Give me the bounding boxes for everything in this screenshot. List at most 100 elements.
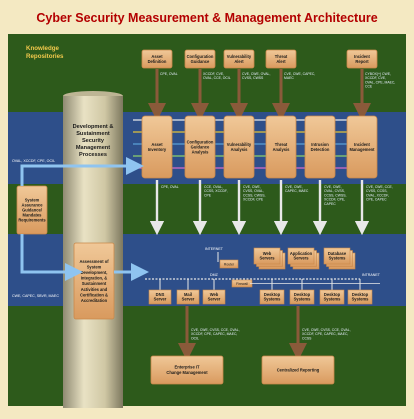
analysis-box-label-line: Inventory (148, 147, 167, 152)
analysis-tag: CPE, OVAL (161, 185, 179, 189)
firewall: Firewall (231, 279, 253, 288)
firewall-label: Firewall (236, 282, 248, 286)
input-box-label-line: Report (355, 59, 369, 64)
requirements-box-label-line: Requirements (18, 217, 46, 222)
analysis-tag: CVE, CWE, (324, 185, 342, 189)
dmz-server-label-line: Web (210, 292, 219, 297)
dmz-server-label-line: Server (182, 297, 195, 302)
assessment-box-label-line: Activities and (81, 287, 108, 292)
desktop-label-line: Desktop (264, 292, 281, 297)
analysis-box-label-line: Analysis (231, 147, 249, 152)
input-box-label-line: Definition (148, 59, 167, 64)
centralized-reporting-box: Centralized Reporting (261, 355, 335, 385)
centralized-reporting-box-label-line: Centralized Reporting (277, 367, 320, 372)
desktop-label-line: Desktop (324, 292, 341, 297)
central-title-line5: Processes (79, 152, 107, 158)
desktop-label-line: Desktop (352, 292, 369, 297)
bottom-tag: CCSS (302, 336, 312, 340)
input-tag: OVAL, CCE, OCIL (203, 76, 231, 80)
network: INTERNETRouterDMZFirewallINTRANETWebServ… (145, 247, 381, 305)
analysis-tag: CPE, CAPEC (366, 198, 387, 202)
analysis-tag: CVE, CWE, (243, 185, 261, 189)
bottom-tag: XCCDF, CPE, CAPEC, MAEC, (302, 332, 348, 336)
dmz-label: DMZ (210, 273, 219, 277)
input-tag: CCE (365, 85, 373, 89)
input-tag: CVE, CWE, CAPEC, (284, 72, 315, 76)
dmz-server-label-line: Server (208, 297, 221, 302)
requirements-box-label-line: Guidance/ (22, 207, 43, 212)
analysis-box-label-line: Analysis (192, 149, 210, 154)
assessment-box-label-line: Assessment of (79, 259, 109, 264)
assessment-box-label-line: Accreditation (81, 298, 108, 303)
analysis-tag: CVE, CWE, CCE, (366, 185, 393, 189)
assessment-box-label-line: Sustainment (82, 281, 107, 286)
central-title-line4: Management (76, 145, 110, 151)
dmz-server-label-line: Mail (184, 292, 192, 297)
input-box-label-line: Configuration (187, 54, 214, 59)
assessment-box-label-line: System (87, 264, 102, 269)
dmz-server-label-line: DNS (156, 292, 165, 297)
analysis-tag: CCE, OVAL, (204, 185, 223, 189)
input-box-label-line: Asset (151, 54, 163, 59)
server-stack-label-line: Web (263, 251, 272, 256)
requirements-box-label-line: System (25, 197, 40, 202)
input-box-label-line: Alert (276, 59, 286, 64)
input-box-label-line: Guidance (191, 59, 210, 64)
repo-title-line2: Repositories (26, 53, 64, 60)
input-tag: CVE, CWE, OVAL, (242, 72, 270, 76)
desktop-label-line: Systems (352, 297, 370, 302)
diagram-title: Cyber Security Measurement & Management … (36, 11, 377, 25)
internet-label: INTERNET (205, 247, 224, 251)
bottom-tag: CVE, CWE, CVSS, CCE, OVAL, (302, 328, 351, 332)
analysis-box-label-line: Configuration (187, 139, 214, 144)
dmz-server-label-line: Server (154, 297, 167, 302)
left-tag: OVAL, XCCDF, CPE, OCIL (12, 159, 55, 163)
analysis-tag: CVE, CWE, (285, 185, 303, 189)
intranet-label: INTRANET (362, 273, 381, 277)
central-title-line2: Sustainment (76, 131, 110, 137)
bottom-tag: XCCDF, CPE, CAPEC, MAEC, (191, 332, 237, 336)
bottom-row: CVE, CWE, CVSS, CCE, OVAL,XCCDF, CPE, CA… (150, 306, 351, 385)
central-title-line3: Security (82, 138, 105, 144)
bottom-tag: OCIL (191, 336, 199, 340)
analysis-tag: CCSS, CWSS, (243, 193, 265, 197)
analysis-box-label-line: Detection (311, 147, 330, 152)
analysis-tag: CCSS, XCCDF, (204, 189, 228, 193)
server-stack-label-line: Database (328, 251, 347, 256)
router-label: Router (224, 263, 235, 267)
analysis-tag: XCCDF, CPE (243, 198, 264, 202)
input-tag: CYBOX(+) CWE, (365, 72, 391, 76)
requirements-box-label-line: Assurance (22, 202, 44, 207)
desktop-label-line: Systems (294, 297, 312, 302)
left-arrow-down (20, 234, 83, 281)
desktop-label-line: Desktop (294, 292, 311, 297)
analysis-box-label-line: Management (349, 147, 375, 152)
input-tag: CVSS, CWSS (242, 76, 264, 80)
input-box-label-line: Vulnerability (227, 54, 252, 59)
analysis-tag: OVAL, CVSS, (324, 189, 345, 193)
central-title-line1: Development & (73, 124, 114, 130)
analysis-tag: CVSS, CCSS, (366, 189, 388, 193)
input-box-label-line: Incident (354, 54, 370, 59)
left-arrow-up (20, 157, 144, 186)
analysis-box-label-line: Incident (354, 142, 370, 147)
